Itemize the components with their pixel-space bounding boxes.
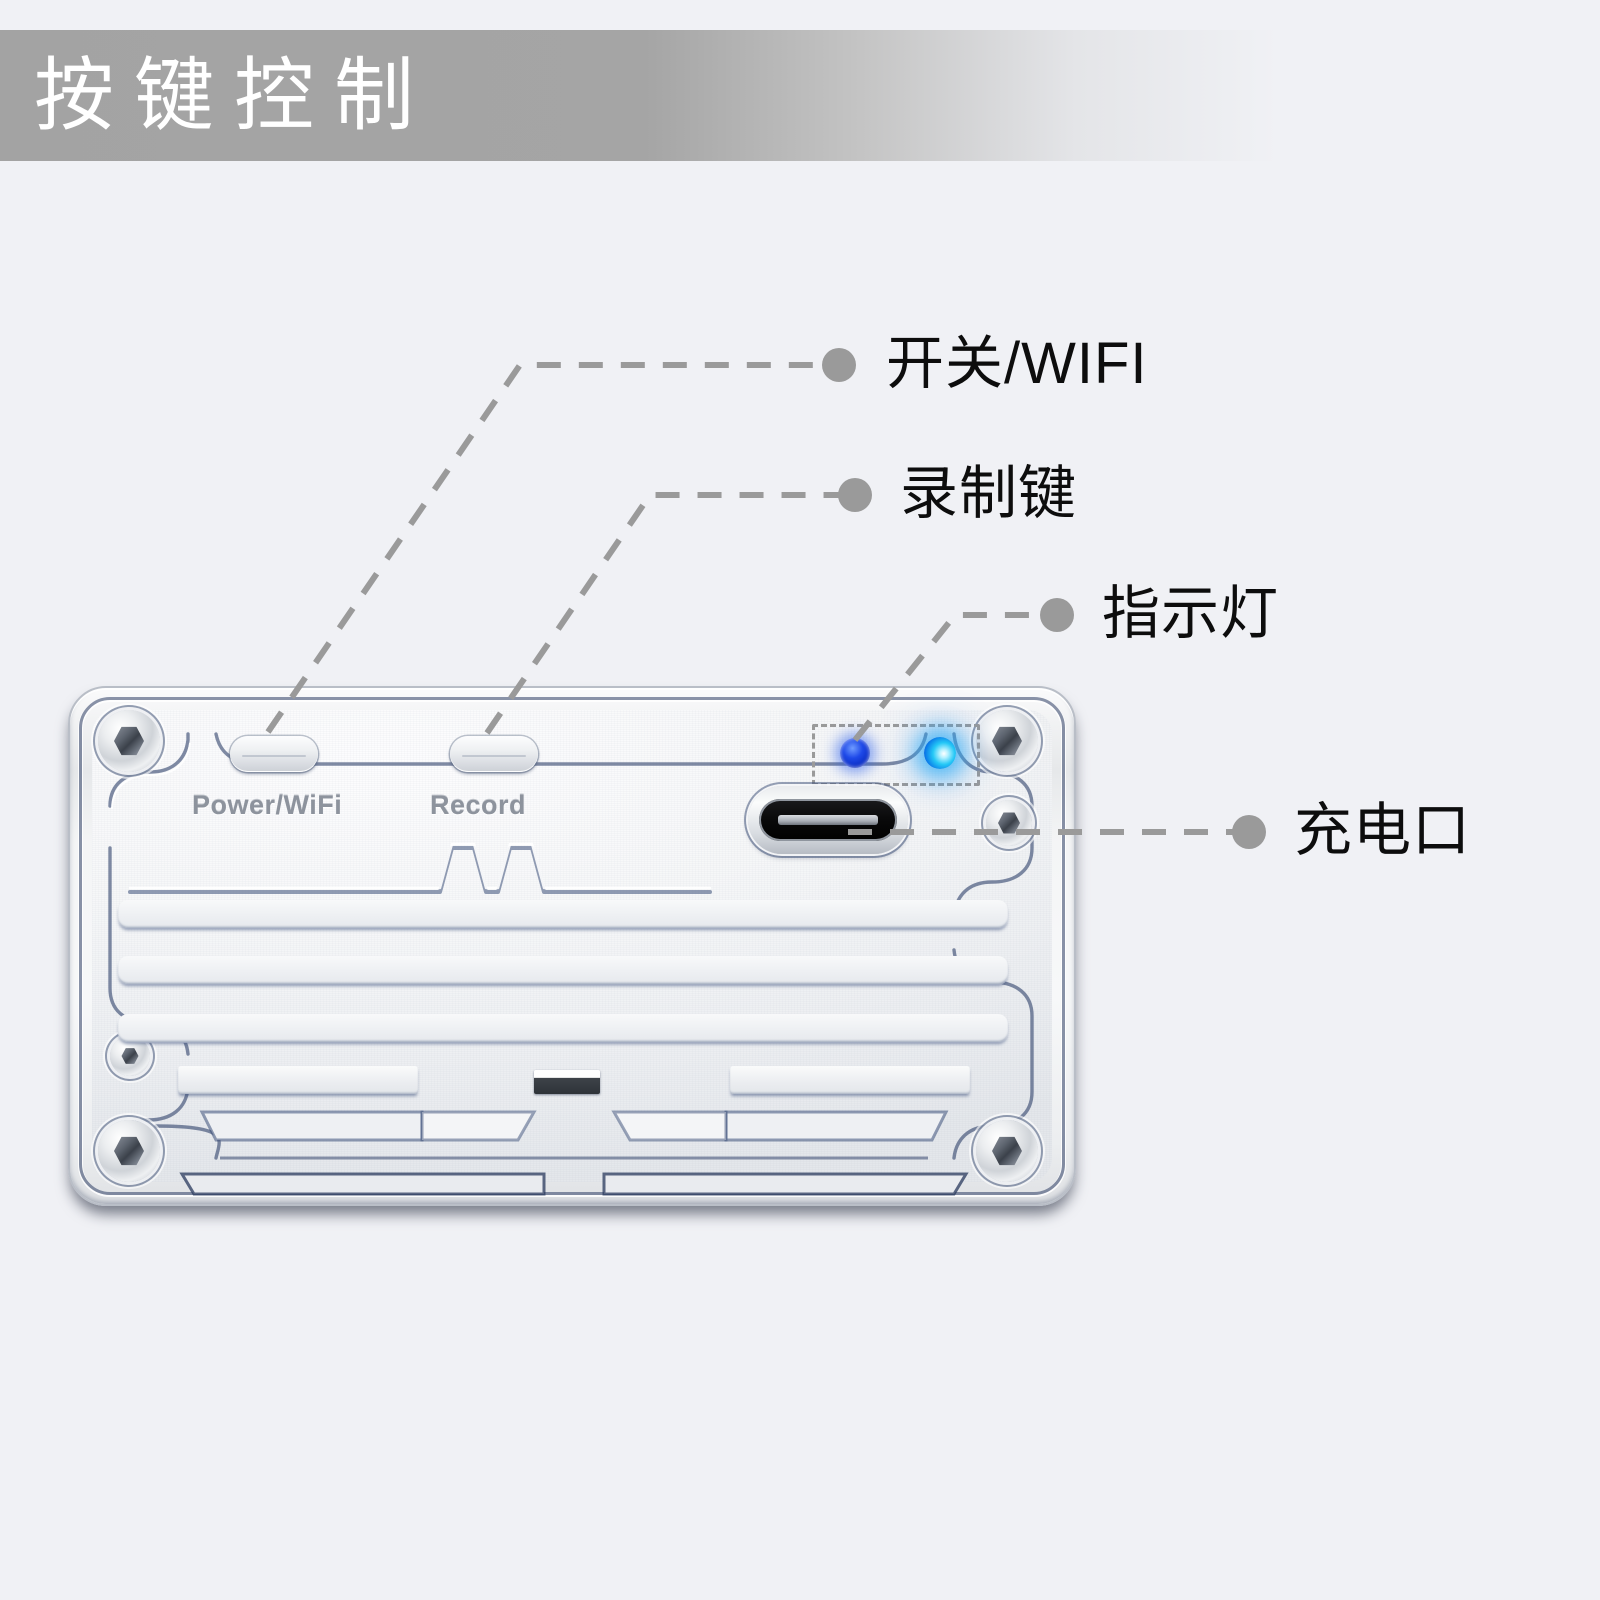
groove-2 xyxy=(118,956,1008,984)
callout-dot-indicator[interactable] xyxy=(1040,598,1074,632)
record-button[interactable] xyxy=(450,736,538,772)
leader-line-power-wifi xyxy=(265,362,828,734)
slot-row2-left-b xyxy=(420,1110,537,1142)
screw-mid-right xyxy=(986,800,1032,846)
usb-c-port xyxy=(748,786,908,854)
hex-socket-icon xyxy=(114,726,144,756)
callout-label-charge-port: 充电口 xyxy=(1294,798,1472,863)
slot-row1-right xyxy=(730,1066,970,1094)
page-title: 按键控制 xyxy=(34,50,434,140)
callout-dot-power-wifi[interactable] xyxy=(822,348,856,382)
header-banner: 按键控制 xyxy=(0,30,1345,161)
slot-bottom-left xyxy=(179,1172,546,1196)
slot-bottom-right xyxy=(602,1172,969,1196)
screw-top-left xyxy=(98,710,160,772)
hex-socket-icon xyxy=(121,1048,139,1064)
groove-1 xyxy=(118,900,1008,928)
led-indicator-left xyxy=(840,738,870,768)
screw-bottom-left xyxy=(98,1120,160,1182)
slot-row1-left xyxy=(178,1066,418,1094)
screw-bottom-right xyxy=(976,1120,1038,1182)
led-indicator-right xyxy=(924,737,956,769)
record-button-caption: Record xyxy=(430,790,527,820)
slot-row2-right-b xyxy=(611,1110,728,1142)
callout-label-indicator: 指示灯 xyxy=(1102,581,1280,646)
callout-label-record: 录制键 xyxy=(900,461,1078,526)
hex-socket-icon xyxy=(998,812,1020,834)
tapered-slots xyxy=(179,1110,969,1196)
usb-c-cavity xyxy=(759,798,897,842)
callout-dot-record[interactable] xyxy=(838,478,872,512)
callout-label-power-wifi: 开关/WIFI xyxy=(886,331,1148,396)
hex-socket-icon xyxy=(992,726,1022,756)
power-wifi-button-caption: Power/WiFi xyxy=(192,790,343,820)
leader-line-record xyxy=(484,492,845,735)
groove-3 xyxy=(118,1014,1008,1042)
leader-line-indicator xyxy=(852,612,1046,742)
screw-mid-left xyxy=(110,1036,150,1076)
power-wifi-button[interactable] xyxy=(230,736,318,772)
usb-c-tongue xyxy=(778,814,878,826)
indicator-highlight-box xyxy=(812,724,980,786)
center-vent-slot xyxy=(534,1070,600,1094)
screw-top-right xyxy=(976,710,1038,772)
callout-dot-charge-port[interactable] xyxy=(1232,815,1266,849)
